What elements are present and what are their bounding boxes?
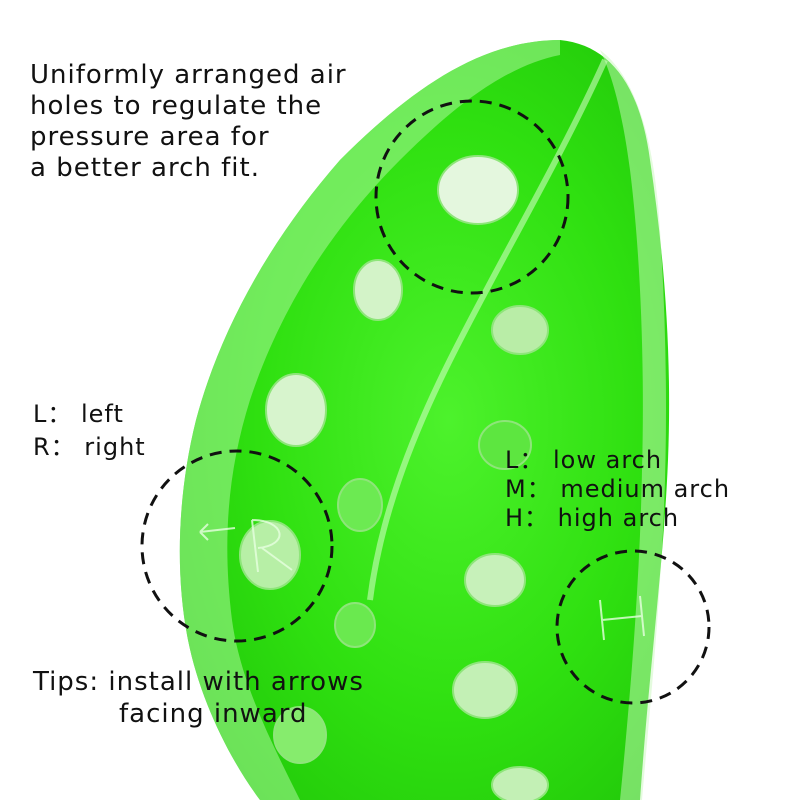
air-hole — [337, 478, 383, 532]
legend-right: R： right — [33, 433, 146, 461]
side-legend: L： left R： right — [33, 398, 146, 464]
h-mark — [599, 595, 645, 641]
legend-medium-arch: M： medium arch — [505, 475, 731, 503]
air-hole — [452, 661, 518, 719]
insole-right-edge — [600, 50, 666, 800]
air-hole — [464, 553, 526, 607]
air-hole — [437, 155, 519, 225]
legend-high-arch: H： high arch — [505, 504, 680, 532]
air-holes — [239, 155, 549, 800]
insole-rim — [179, 40, 561, 800]
install-tips: Tips: install with arrows facing inward — [33, 666, 364, 730]
embossed-marks — [199, 519, 645, 641]
air-hole — [273, 706, 327, 764]
air-hole — [334, 602, 376, 648]
air-hole — [478, 420, 532, 470]
center-ridge — [367, 58, 608, 601]
legend-left: L： left — [33, 400, 124, 428]
caption-line: a better arch fit. — [30, 153, 260, 183]
air-hole — [353, 259, 403, 321]
air-hole — [491, 305, 549, 355]
callout-arch-mark — [555, 549, 711, 705]
air-holes-caption: Uniformly arranged air holes to regulate… — [30, 60, 347, 184]
tips-line-2: facing inward — [119, 699, 308, 729]
air-hole — [265, 373, 327, 447]
arch-legend: L： low arch M： medium arch H： high arch — [505, 446, 730, 533]
caption-line: Uniformly arranged air — [30, 60, 347, 90]
callout-air-holes — [374, 99, 570, 295]
r-mark — [251, 519, 293, 573]
callout-circles — [140, 99, 711, 705]
air-hole — [491, 766, 549, 800]
legend-low-arch: L： low arch — [505, 446, 663, 474]
caption-line: pressure area for — [30, 122, 270, 152]
tips-line-1: Tips: install with arrows — [33, 667, 364, 697]
callout-side-mark — [140, 449, 334, 643]
caption-line: holes to regulate the — [30, 91, 323, 121]
arrow-mark — [199, 523, 236, 541]
